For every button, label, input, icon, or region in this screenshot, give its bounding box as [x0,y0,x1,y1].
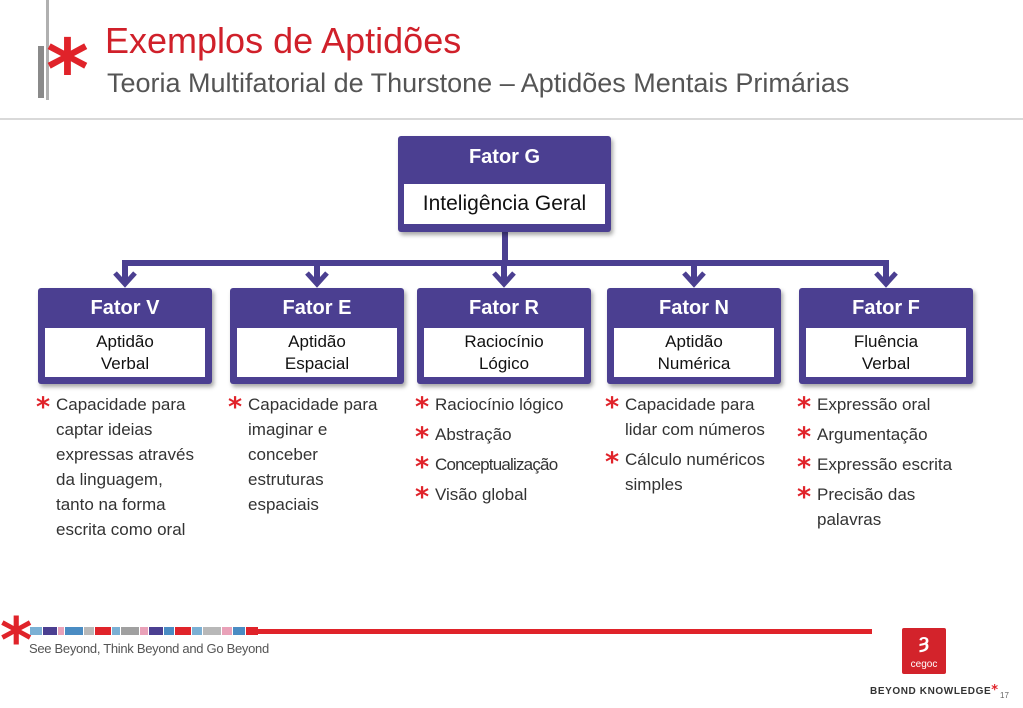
bullet-text: Capacidade para imaginar e conceber estr… [248,395,378,514]
arrowhead-r [492,271,516,288]
footer-red-line [258,629,872,634]
asterisk-icon: * [797,422,812,453]
factor-v-title: Fator V [90,297,160,319]
header-divider [0,118,1023,120]
factor-f-label-line2: Verbal [861,353,911,373]
asterisk-icon: * [797,452,812,483]
factor-n-bullets: *Capacidade para lidar com números *Cálc… [605,392,777,502]
bullet-text: Expressão oral [817,395,931,414]
footer-asterisk-icon: * [0,604,33,677]
factor-f-label-line1: Fluência [853,332,919,352]
tagline-asterisk-icon: * [991,683,999,698]
asterisk-icon: * [415,392,430,423]
list-item: * Argumentação [797,422,974,451]
bullet-text: Visão global [435,485,528,504]
arrowhead-f [874,271,898,288]
bullet-text: Cálculo numéricos simples [625,450,765,494]
bullet-text: Capacidade para lidar com números [625,395,765,439]
connector-arrows [113,232,898,288]
factor-n-title: Fator N [659,297,729,319]
asterisk-icon: * [415,452,430,483]
bullet-text: Conceptualização [435,455,558,474]
factor-r-title: Fator R [469,297,539,319]
cegoc-star-logo-icon: ȝ [918,631,930,653]
list-item: *Precisão das palavras [797,482,974,532]
header-logo-bar-thin [46,0,49,100]
factor-n-label-line2: Numérica [657,353,731,373]
factor-r-label-line1: Raciocínio [464,332,544,352]
factor-f-title: Fator F [852,297,920,319]
list-item: * Conceptualização [415,452,592,481]
bullet-text: Expressão escrita [817,455,953,474]
asterisk-icon: * [605,447,620,478]
cegoc-brand-name: cegoc [910,659,938,670]
factor-v-label-line2: Verbal [100,353,150,373]
asterisk-icon: * [415,422,430,453]
asterisk-icon: * [415,482,430,513]
bullet-text: Abstração [435,425,512,444]
page-title: Exemplos de Aptidões [105,20,462,61]
asterisk-icon: * [605,392,620,423]
tagline-text: BEYOND KNOWLEDGE [870,686,992,697]
factor-e-label-line1: Aptidão [288,332,346,352]
footer-slogan: See Beyond, Think Beyond and Go Beyond [29,641,269,656]
factor-v-bullets: *Capacidade para captar ideias expressas… [36,392,203,547]
factor-g-label: Inteligência Geral [404,184,605,224]
list-item: * Visão global [415,482,592,511]
list-item: * Abstração [415,422,592,451]
header-asterisk-icon: * [46,23,89,118]
factor-e-title: Fator E [282,297,352,319]
bullet-text: Capacidade para captar ideias expressas … [56,395,194,539]
asterisk-icon: * [228,392,243,423]
list-item: * Raciocínio lógico [415,392,592,421]
factor-g-box: Fator G Inteligência Geral [398,136,611,232]
footer-color-strip [30,627,258,635]
arrowhead-e [305,271,329,288]
factor-r-bullets: * Raciocínio lógico * Abstração * Conceptua… [415,392,592,512]
cegoc-logo: ȝ cegoc [902,628,946,674]
factor-e-label-line2: Espacial [284,353,350,373]
asterisk-icon: * [797,482,812,513]
bullet-text: Argumentação [817,425,928,444]
page-subtitle: Teoria Multifatorial de Thurstone – Apti… [107,68,850,98]
factor-r-label-line2: Lógico [478,353,530,373]
bullet-text: Raciocínio lógico [435,395,564,414]
arrowhead-n [682,271,706,288]
list-item: *Capacidade para lidar com números [605,392,777,442]
bullet-text: Precisão das palavras [817,485,916,529]
header-logo-bar [38,46,44,98]
list-item: *Capacidade para captar ideias expressas… [36,392,203,542]
list-item: *Cálculo numéricos simples [605,447,777,497]
factor-e-bullets: *Capacidade para imaginar e conceber est… [228,392,395,522]
factor-f-bullets: * Expressão oral * Argumentação * Expressão… [797,392,974,537]
list-item: * Expressão escrita [797,452,974,481]
factor-v-label-line1: Aptidão [96,332,154,352]
list-item: * Expressão oral [797,392,974,421]
list-item: *Capacidade para imaginar e conceber est… [228,392,395,517]
arrowhead-v [113,271,137,288]
footer-tagline: BEYOND KNOWLEDGE* [870,684,999,697]
asterisk-icon: * [36,392,51,423]
factor-g-title: Fator G [468,146,541,168]
factor-n-label-line1: Aptidão [665,332,723,352]
page-number: 17 [1000,691,1009,700]
asterisk-icon: * [797,392,812,423]
